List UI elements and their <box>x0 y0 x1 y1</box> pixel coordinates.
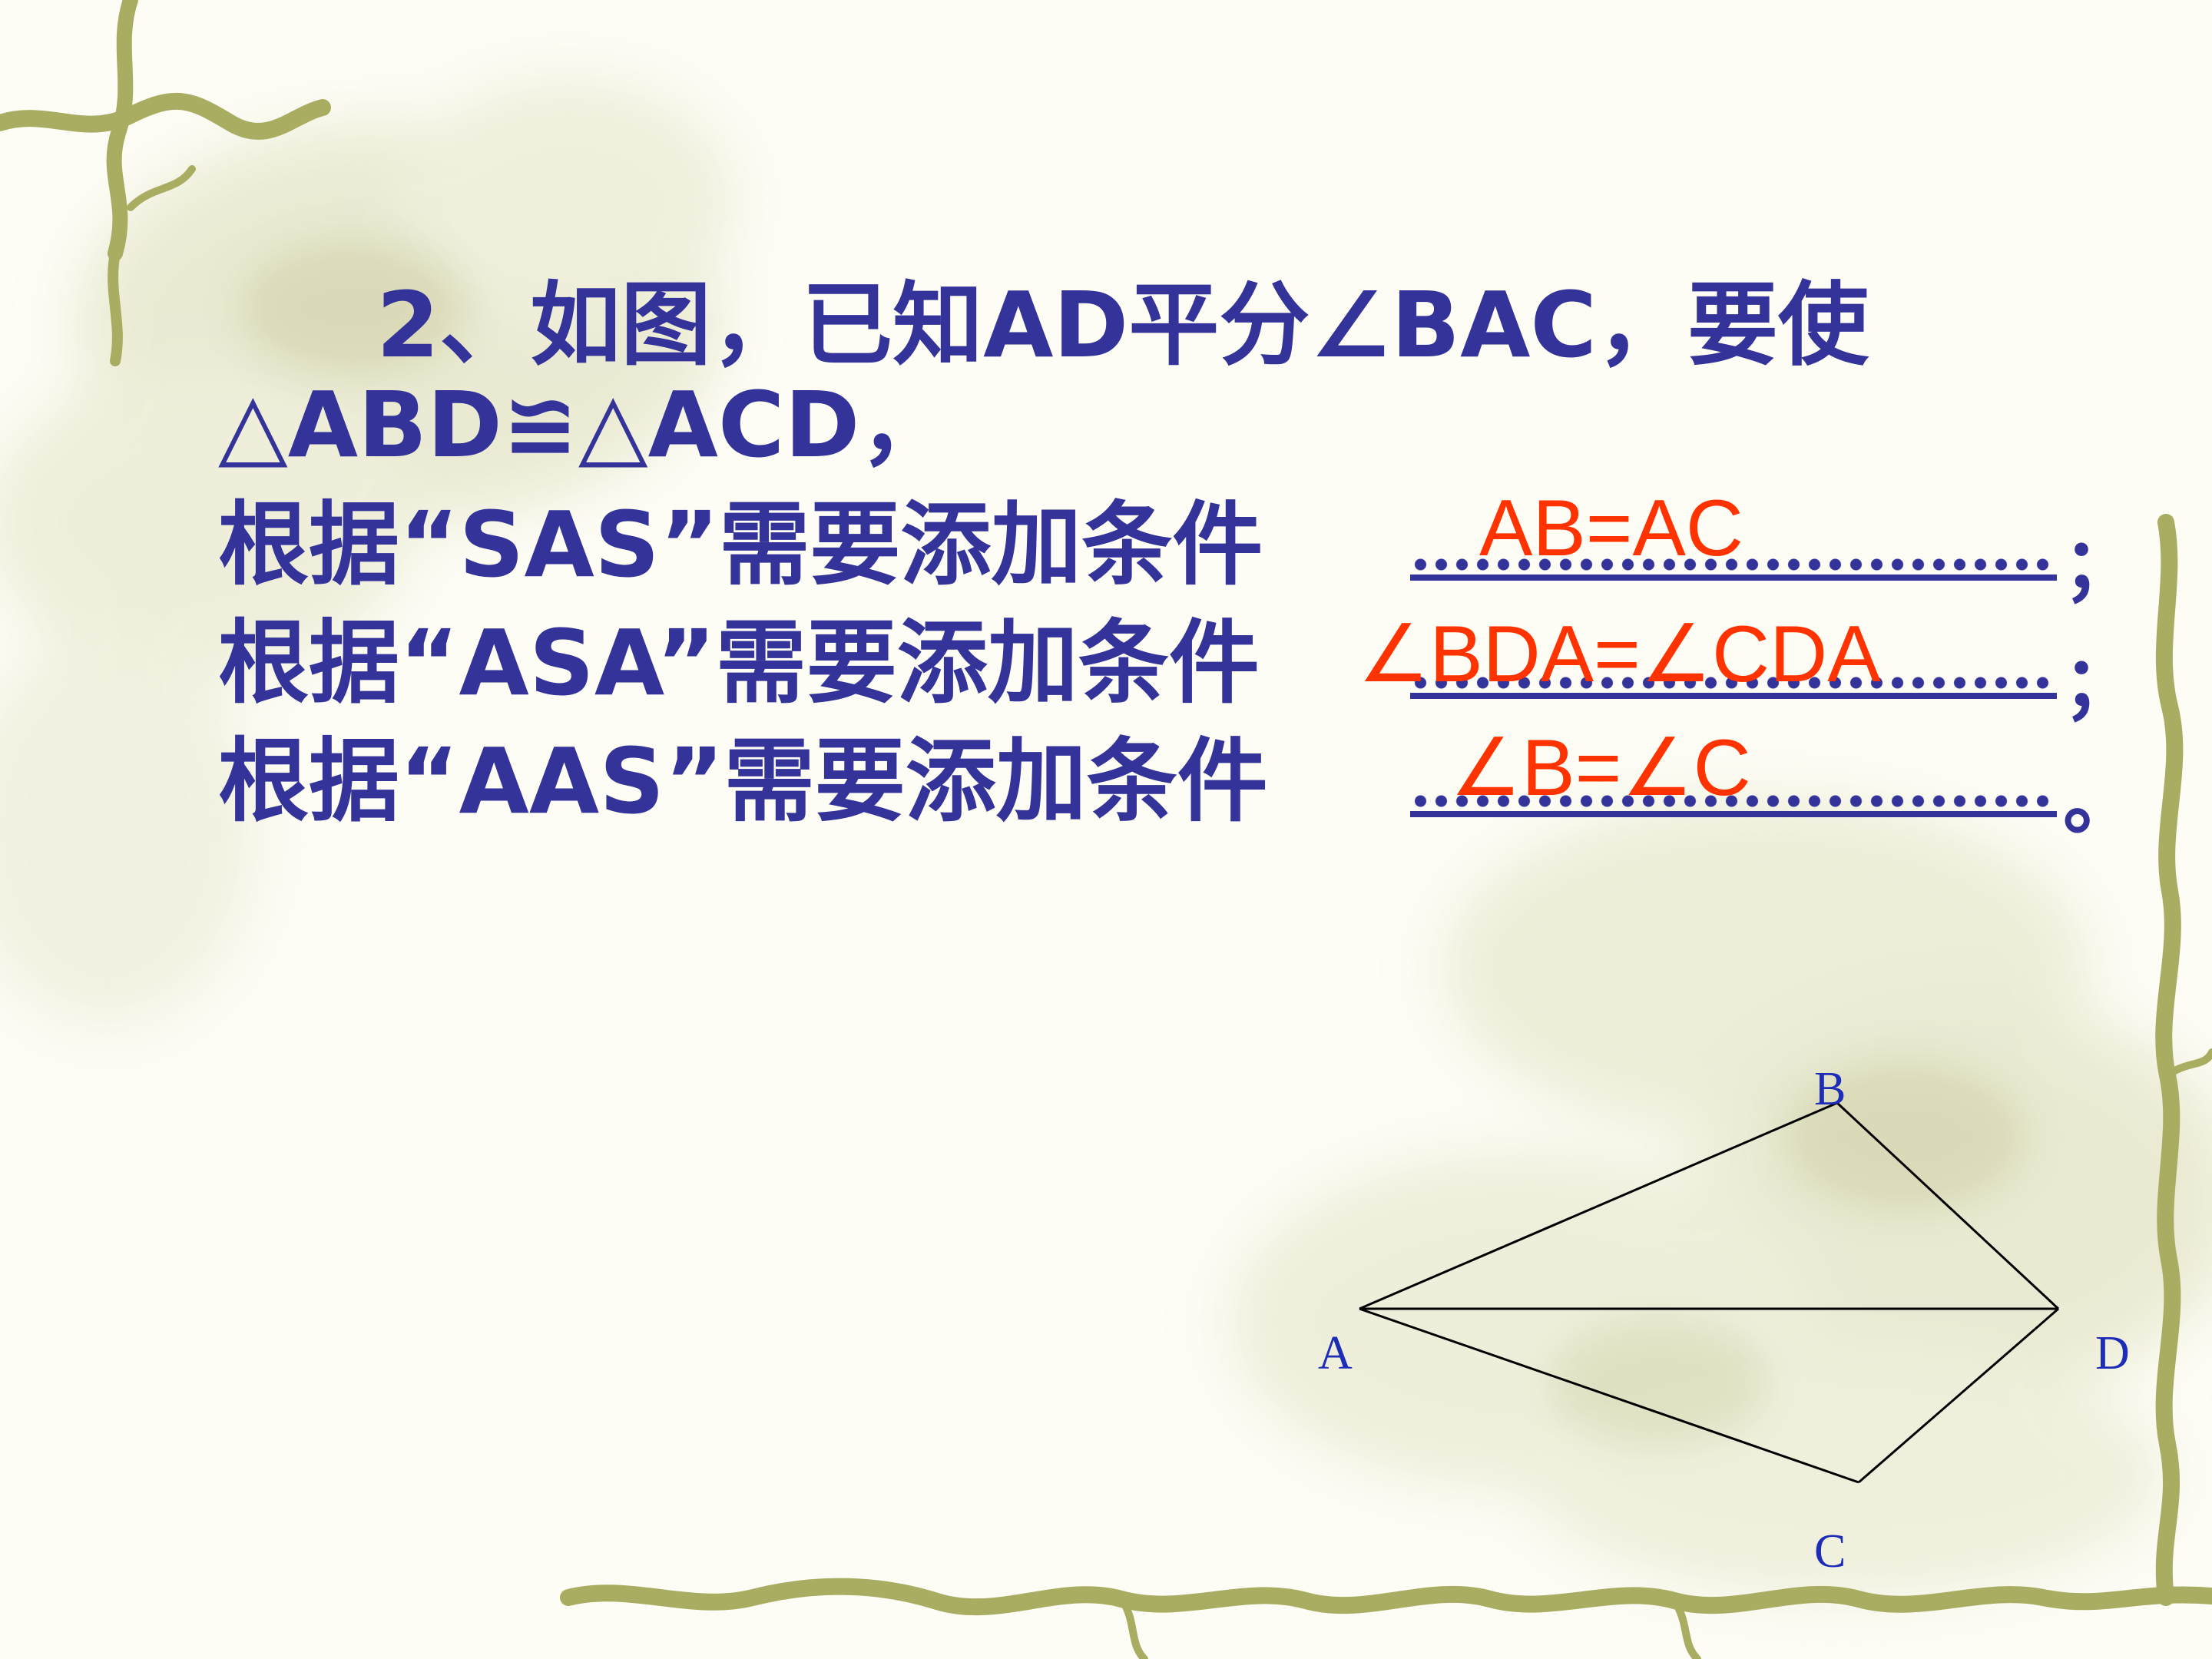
aas-end-punct: 。 <box>2063 759 2137 845</box>
point-d-label: D <box>2095 1327 2130 1379</box>
asa-condition-label: 根据“ASA”需要添加条件 <box>218 610 1260 716</box>
point-b-label: B <box>1814 1063 1846 1115</box>
sas-answer-blank <box>1410 555 2057 581</box>
sas-end-punct: ； <box>2063 522 2137 608</box>
segment-bd <box>1836 1101 2060 1310</box>
top-left-vine <box>0 0 331 366</box>
question-line-1: 2、如图，已知AD平分∠BAC，要使 <box>376 272 1869 378</box>
sas-answer-text: AB=AC <box>1479 484 1743 573</box>
segment-ac <box>1359 1307 1859 1484</box>
segment-cd <box>1858 1307 2059 1484</box>
segment-ab <box>1359 1101 1838 1310</box>
asa-end-punct: ； <box>2063 641 2137 727</box>
asa-answer-blank <box>1410 673 2057 699</box>
bottom-vine <box>560 1578 2212 1659</box>
aas-answer-blank <box>1410 791 2057 817</box>
point-a-label: A <box>1318 1327 1353 1379</box>
sas-condition-label: 根据“SAS”需要添加条件 <box>218 492 1263 598</box>
aas-condition-label: 根据“AAS”需要添加条件 <box>218 728 1268 834</box>
point-c-label: C <box>1814 1525 1846 1578</box>
aas-answer-text: ∠B=∠C <box>1450 724 1751 813</box>
question-line-2: △ABD≌△ACD， <box>218 372 951 478</box>
right-vine <box>2155 514 2212 1606</box>
faded-petal-accents <box>238 238 2028 1444</box>
asa-answer-text: ∠BDA=∠CDA <box>1358 610 1881 699</box>
